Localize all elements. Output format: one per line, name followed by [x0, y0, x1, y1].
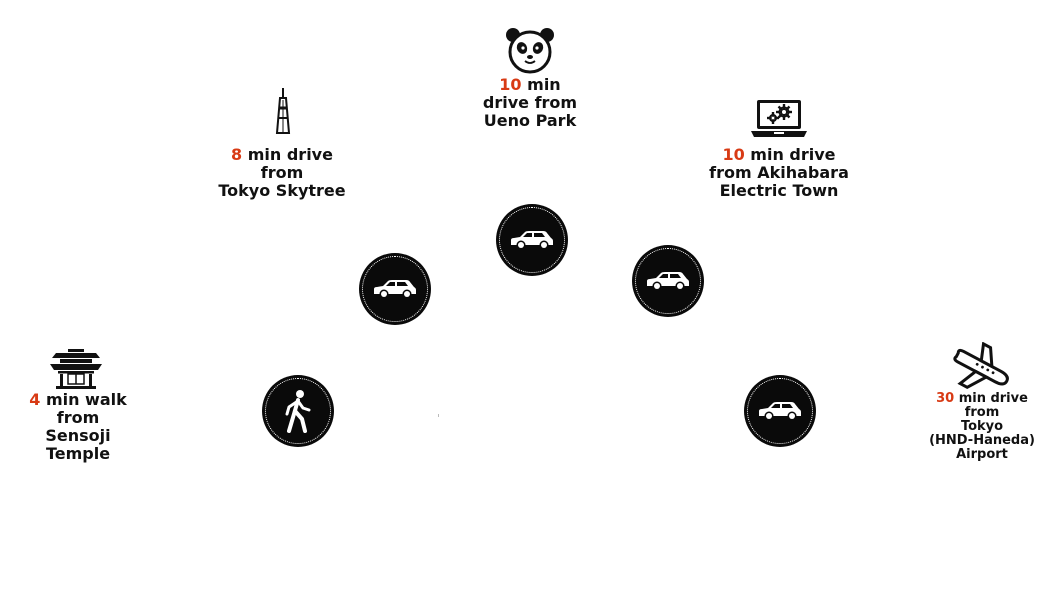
akihabara-label: 10 min drive from Akihabara Electric Tow… — [709, 145, 849, 200]
tower-icon — [273, 88, 293, 138]
panda-icon — [505, 26, 555, 78]
walk-icon — [285, 390, 311, 433]
car-badge-ueno — [497, 205, 567, 275]
sensoji-label: 4 min walk from Sensoji Temple — [29, 390, 127, 463]
haneda-minutes: 30 — [936, 391, 955, 406]
skytree-label: 8 min drive from Tokyo Skytree — [218, 145, 346, 200]
car-icon — [511, 231, 553, 250]
airplane-icon — [950, 341, 1014, 398]
ueno-label: 10 min drive from Ueno Park — [482, 75, 578, 130]
laptop-gears-icon — [751, 99, 807, 143]
car-icon — [374, 280, 416, 299]
sensoji-minutes: 4 — [29, 390, 41, 409]
temple-icon — [48, 349, 104, 393]
car-icon — [647, 272, 689, 291]
car-badge-skytree — [360, 254, 430, 324]
car-badge-haneda — [745, 376, 815, 446]
haneda-label: 30 min drive from Tokyo (HND-Haneda) Air… — [929, 391, 1035, 462]
car-icon — [759, 402, 801, 421]
walk-badge — [263, 376, 333, 446]
akihabara-minutes: 10 — [722, 145, 745, 164]
center-marker — [438, 414, 439, 417]
skytree-minutes: 8 — [231, 145, 243, 164]
ueno-minutes: 10 — [499, 75, 522, 94]
car-badge-akihabara — [633, 246, 703, 316]
